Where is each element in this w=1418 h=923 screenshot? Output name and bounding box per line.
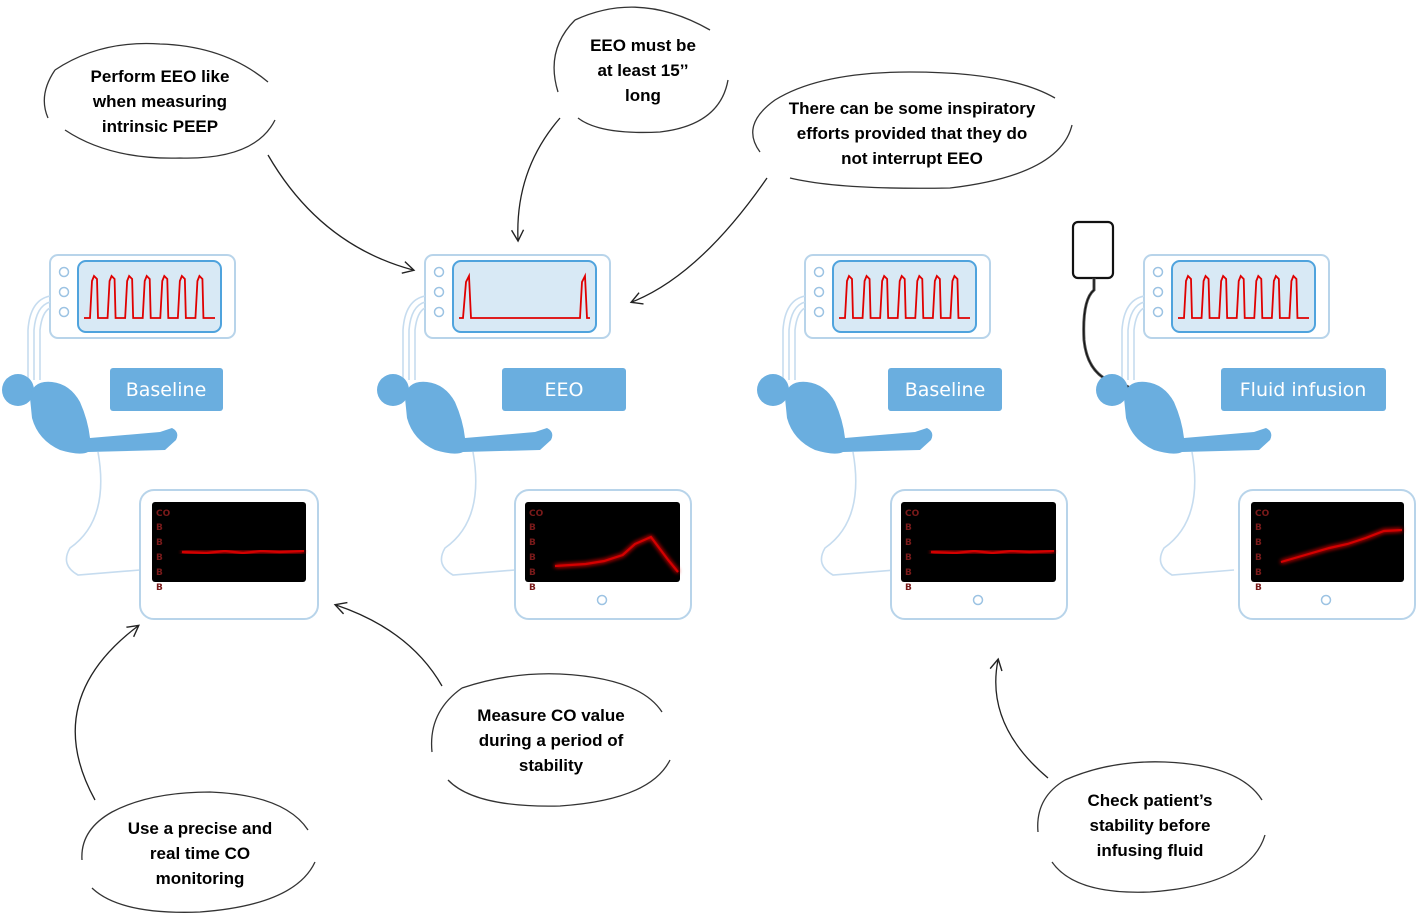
tubing <box>27 295 141 576</box>
co-row-label: B <box>905 553 912 563</box>
tubing <box>782 295 896 576</box>
callout-bottom-left-line-2: real time CO <box>150 844 250 863</box>
co-header: CO <box>905 509 920 519</box>
ventilator-monitor-icon <box>1143 254 1330 339</box>
callout-top-left-line-3: intrinsic PEEP <box>102 117 218 136</box>
co-row-label: B <box>529 538 536 548</box>
callout-top-middle: EEO must be at least 15’’ long <box>553 6 729 134</box>
callout-top-right-line-2: efforts provided that they do <box>797 124 1027 143</box>
arrows <box>74 117 1049 801</box>
step-label-badge: Baseline <box>888 368 1002 411</box>
ventilator-monitor-icon <box>804 254 991 339</box>
tubing <box>402 295 516 576</box>
co-row-label: B <box>529 553 536 563</box>
co-header: CO <box>1255 509 1270 519</box>
arrow-top-left <box>267 154 416 274</box>
co-row-label: B <box>156 568 163 578</box>
co-header: CO <box>156 509 171 519</box>
co-row-label: B <box>905 568 912 578</box>
co-trend-trace <box>930 549 1055 555</box>
co-row-label: B <box>1255 553 1262 563</box>
co-header: CO <box>529 509 544 519</box>
callout-top-left: Perform EEO like when measuring intrinsi… <box>43 42 276 159</box>
reclining-patient-icon <box>1096 374 1272 454</box>
co-row-label: B <box>156 583 163 593</box>
callout-top-right-line-3: not interrupt EEO <box>841 149 983 168</box>
ventilator-waveform <box>459 272 590 319</box>
step-label-badge: EEO <box>502 368 626 411</box>
callout-top-middle-line-2: at least 15’’ <box>597 61 688 80</box>
co-trend-trace <box>181 549 305 555</box>
callout-top-right-line-1: There can be some inspiratory <box>789 99 1036 118</box>
ventilator-waveform <box>84 274 215 319</box>
callout-bottom-right: Check patient’s stability before infusin… <box>1037 761 1266 893</box>
arrow-bottom-right <box>989 657 1049 779</box>
callout-bottom-left: Use a precise and real time CO monitorin… <box>81 791 316 913</box>
co-trend-trace <box>554 535 679 573</box>
callout-bottom-middle-line-3: stability <box>519 756 584 775</box>
callout-bottom-left-line-1: Use a precise and <box>128 819 273 838</box>
co-row-label: B <box>156 538 163 548</box>
ventilator-waveform <box>839 274 970 319</box>
step-label-badge: Fluid infusion <box>1221 368 1386 411</box>
ventilator-monitor-icon <box>49 254 236 339</box>
co-row-label: B <box>529 583 536 593</box>
arrow-bottom-left <box>74 624 140 801</box>
arrow-bottom-middle <box>333 601 443 687</box>
co-row-label: B <box>905 523 912 533</box>
callout-bottom-middle-line-2: during a period of <box>479 731 624 750</box>
tubing <box>1121 295 1235 576</box>
callout-top-left-line-2: when measuring <box>92 92 227 111</box>
step-label: Baseline <box>905 379 986 401</box>
arrow-top-right <box>629 177 768 305</box>
co-trend-trace <box>1280 528 1403 564</box>
callout-bottom-right-line-2: stability before <box>1090 816 1211 835</box>
callout-top-middle-line-1: EEO must be <box>590 36 696 55</box>
reclining-patient-icon <box>377 374 553 454</box>
co-row-label: B <box>905 583 912 593</box>
callout-bottom-middle-line-1: Measure CO value <box>477 706 624 725</box>
callout-top-left-line-1: Perform EEO like <box>91 67 230 86</box>
co-row-label: B <box>905 538 912 548</box>
co-row-label: B <box>1255 568 1262 578</box>
callout-bottom-right-line-3: infusing fluid <box>1097 841 1204 860</box>
callout-bottom-middle: Measure CO value during a period of stab… <box>430 673 671 807</box>
step-label: EEO <box>545 379 584 401</box>
co-row-label: B <box>156 523 163 533</box>
step-label: Fluid infusion <box>1240 379 1367 401</box>
step-label: Baseline <box>126 379 207 401</box>
ventilator-monitor-icon <box>424 254 611 339</box>
callout-bottom-left-line-3: monitoring <box>156 869 245 888</box>
co-row-label: B <box>529 523 536 533</box>
co-row-label: B <box>1255 583 1262 593</box>
ventilator-waveform <box>1178 274 1309 319</box>
arrow-top-middle <box>510 117 561 243</box>
co-row-label: B <box>529 568 536 578</box>
co-row-label: B <box>1255 538 1262 548</box>
callout-top-middle-line-3: long <box>625 86 661 105</box>
co-row-label: B <box>1255 523 1262 533</box>
reclining-patient-icon <box>757 374 933 454</box>
reclining-patient-icon <box>2 374 178 454</box>
callout-top-right: There can be some inspiratory efforts pr… <box>752 71 1073 189</box>
co-row-label: B <box>156 553 163 563</box>
step-label-badge: Baseline <box>110 368 223 411</box>
callout-bottom-right-line-1: Check patient’s <box>1087 791 1212 810</box>
